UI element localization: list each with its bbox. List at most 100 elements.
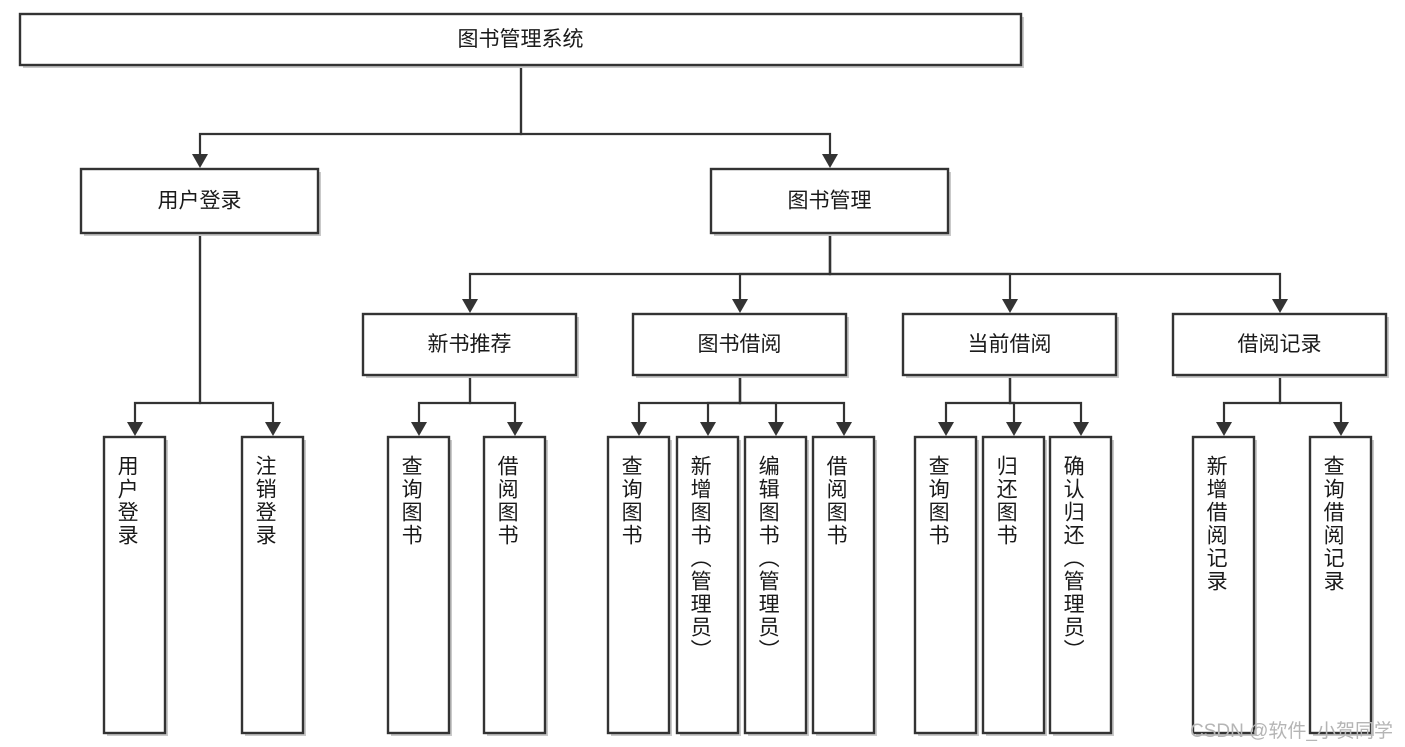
node-leaf-edit-book[interactable]: 编辑图书（管理员） bbox=[743, 435, 809, 736]
node-leaf-borrow-book[interactable]: 借阅图书 bbox=[811, 435, 877, 736]
node-label: 图书管理系统 bbox=[458, 28, 584, 51]
connector-new-book-rec-to-leaf-borrow-book-rec bbox=[468, 375, 523, 436]
arrow-head-icon bbox=[411, 422, 427, 436]
node-box[interactable] bbox=[1191, 435, 1256, 735]
node-label: 借阅记录 bbox=[1238, 333, 1322, 356]
node-box[interactable] bbox=[386, 435, 451, 735]
node-label: 新增借阅记录 bbox=[1204, 455, 1228, 593]
arrow-head-icon bbox=[507, 422, 523, 436]
connector-borrow-record-to-leaf-query-record bbox=[1278, 375, 1349, 436]
node-leaf-query-book-borrow[interactable]: 查询图书 bbox=[606, 435, 672, 736]
node-label: 注销登录 bbox=[253, 455, 277, 547]
node-new-book-rec[interactable]: 新书推荐 bbox=[361, 312, 579, 378]
node-root[interactable]: 图书管理系统 bbox=[18, 12, 1024, 68]
node-box[interactable] bbox=[102, 435, 167, 735]
node-box[interactable] bbox=[18, 12, 1023, 67]
node-label: 图书管理 bbox=[788, 190, 872, 213]
node-leaf-logout[interactable]: 注销登录 bbox=[240, 435, 306, 736]
connector-book-borrow-to-leaf-add-book bbox=[700, 375, 742, 436]
node-label: 当前借阅 bbox=[968, 333, 1052, 356]
node-borrow-record[interactable]: 借阅记录 bbox=[1171, 312, 1389, 378]
node-leaf-add-record[interactable]: 新增借阅记录 bbox=[1191, 435, 1257, 736]
node-leaf-return-book[interactable]: 归还图书 bbox=[981, 435, 1047, 736]
edge-layer bbox=[127, 65, 1349, 436]
node-user-login[interactable]: 用户登录 bbox=[79, 167, 321, 236]
arrow-head-icon bbox=[836, 422, 852, 436]
arrow-head-icon bbox=[1073, 422, 1089, 436]
node-box[interactable] bbox=[79, 167, 320, 235]
node-current-borrow[interactable]: 当前借阅 bbox=[901, 312, 1119, 378]
connector-user-login-to-leaf-user-login bbox=[127, 233, 202, 436]
node-layer: 图书管理系统用户登录图书管理新书推荐图书借阅当前借阅借阅记录用户登录注销登录查询… bbox=[18, 12, 1389, 736]
node-box[interactable] bbox=[606, 435, 671, 735]
node-label: 查询图书 bbox=[926, 455, 950, 547]
watermark-label: CSDN @软件_小贺同学 bbox=[1190, 721, 1393, 742]
connector-book-manage-to-borrow-record bbox=[828, 233, 1288, 313]
node-leaf-borrow-book-rec[interactable]: 借阅图书 bbox=[482, 435, 548, 736]
node-box[interactable] bbox=[1171, 312, 1388, 377]
node-label: 查询图书 bbox=[399, 455, 423, 547]
node-box[interactable] bbox=[981, 435, 1046, 735]
arrow-head-icon bbox=[822, 154, 838, 168]
node-box[interactable] bbox=[361, 312, 578, 377]
arrow-head-icon bbox=[1002, 299, 1018, 313]
node-box[interactable] bbox=[1048, 435, 1113, 735]
connector-borrow-record-to-leaf-add-record bbox=[1216, 375, 1282, 436]
arrow-head-icon bbox=[631, 422, 647, 436]
node-leaf-user-login[interactable]: 用户登录 bbox=[102, 435, 168, 736]
node-box[interactable] bbox=[675, 435, 740, 735]
arrow-head-icon bbox=[732, 299, 748, 313]
node-leaf-add-book[interactable]: 新增图书（管理员） bbox=[675, 435, 741, 736]
node-box[interactable] bbox=[1308, 435, 1373, 735]
node-label: 图书借阅 bbox=[698, 333, 782, 356]
connector-book-borrow-to-leaf-query-book-borrow bbox=[631, 375, 742, 436]
connector-new-book-rec-to-leaf-query-book-rec bbox=[411, 375, 472, 436]
connector-root-to-book-manage bbox=[519, 65, 838, 168]
node-leaf-query-record[interactable]: 查询借阅记录 bbox=[1308, 435, 1374, 736]
node-box[interactable] bbox=[743, 435, 808, 735]
node-label: 新书推荐 bbox=[428, 333, 512, 356]
node-box[interactable] bbox=[240, 435, 305, 735]
node-label: 归还图书 bbox=[994, 455, 1018, 547]
node-label: 编辑图书（管理员） bbox=[756, 455, 780, 662]
node-box[interactable] bbox=[631, 312, 848, 377]
node-book-manage[interactable]: 图书管理 bbox=[709, 167, 951, 236]
connector-root-to-user-login bbox=[192, 65, 523, 168]
node-label: 查询借阅记录 bbox=[1321, 455, 1345, 593]
node-box[interactable] bbox=[811, 435, 876, 735]
node-box[interactable] bbox=[482, 435, 547, 735]
arrow-head-icon bbox=[192, 154, 208, 168]
connector-current-borrow-to-leaf-return-book bbox=[1006, 375, 1022, 436]
arrow-head-icon bbox=[1006, 422, 1022, 436]
node-label: 用户登录 bbox=[115, 455, 139, 547]
arrow-head-icon bbox=[1333, 422, 1349, 436]
arrow-head-icon bbox=[127, 422, 143, 436]
connector-current-borrow-to-leaf-confirm-return bbox=[1008, 375, 1089, 436]
node-leaf-query-book-rec[interactable]: 查询图书 bbox=[386, 435, 452, 736]
arrow-head-icon bbox=[265, 422, 281, 436]
arrow-head-icon bbox=[700, 422, 716, 436]
connector-current-borrow-to-leaf-query-book-cur bbox=[938, 375, 1012, 436]
node-label: 用户登录 bbox=[158, 190, 242, 213]
node-leaf-confirm-return[interactable]: 确认归还（管理员） bbox=[1048, 435, 1114, 736]
node-label: 查询图书 bbox=[619, 455, 643, 547]
node-label: 确认归还（管理员） bbox=[1061, 455, 1085, 662]
node-label: 新增图书（管理员） bbox=[688, 455, 712, 662]
node-label: 借阅图书 bbox=[824, 455, 848, 547]
connector-book-borrow-to-leaf-edit-book bbox=[738, 375, 784, 436]
node-label: 借阅图书 bbox=[495, 455, 519, 547]
arrow-head-icon bbox=[938, 422, 954, 436]
connector-book-borrow-to-leaf-borrow-book bbox=[738, 375, 852, 436]
node-box[interactable] bbox=[913, 435, 978, 735]
arrow-head-icon bbox=[462, 299, 478, 313]
connector-user-login-to-leaf-logout bbox=[198, 233, 281, 436]
connector-book-manage-to-book-borrow bbox=[732, 233, 832, 313]
node-box[interactable] bbox=[709, 167, 950, 235]
node-box[interactable] bbox=[901, 312, 1118, 377]
node-leaf-query-book-cur[interactable]: 查询图书 bbox=[913, 435, 979, 736]
arrow-head-icon bbox=[1272, 299, 1288, 313]
node-book-borrow[interactable]: 图书借阅 bbox=[631, 312, 849, 378]
arrow-head-icon bbox=[768, 422, 784, 436]
